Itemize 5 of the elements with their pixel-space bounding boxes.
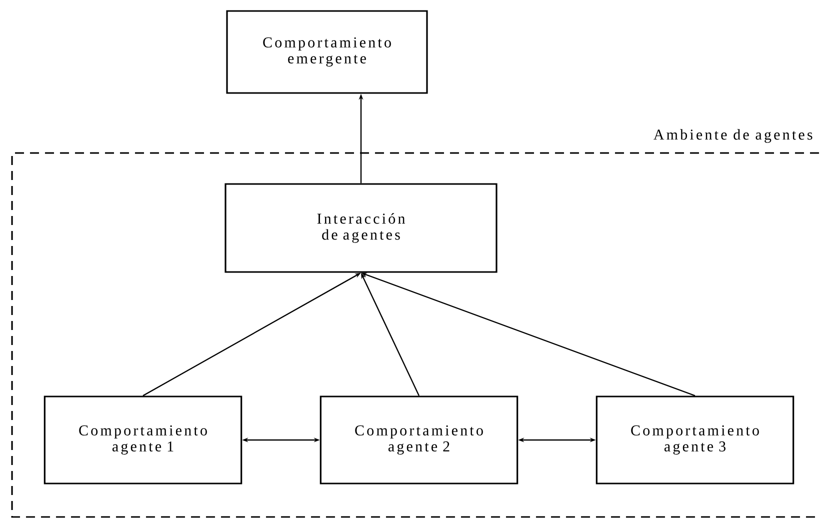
- process-box: Comportamiento emergente: [226, 10, 428, 94]
- process-box: Comportamiento agente 1: [44, 396, 242, 484]
- process-box: Comportamiento agente 2: [320, 396, 518, 484]
- process-box: Comportamiento agente 3: [596, 396, 794, 484]
- process-box: Interacción de agentes: [224, 183, 498, 273]
